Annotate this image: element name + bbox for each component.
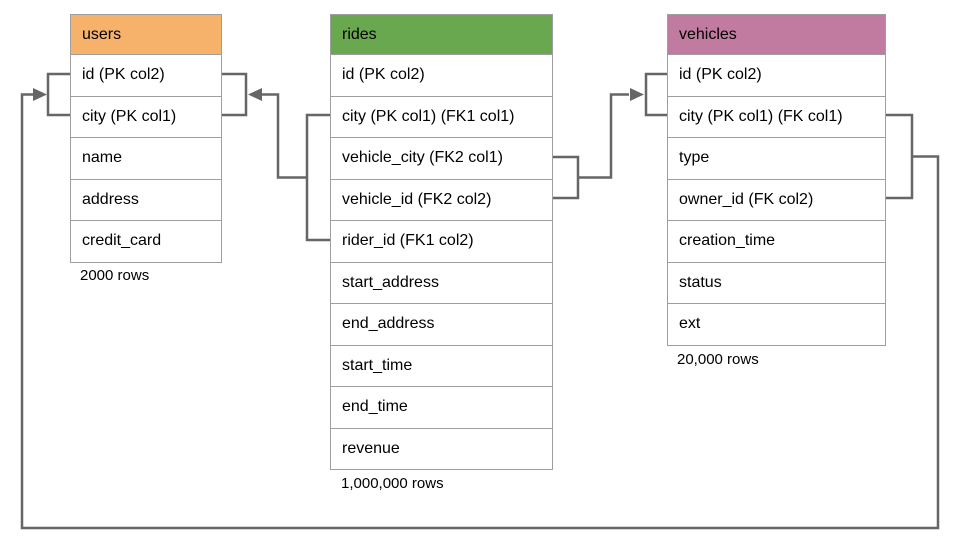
table-users-title: users bbox=[82, 25, 122, 43]
users-row-count: 2000 rows bbox=[80, 267, 150, 284]
table-row: city (PK col1) (FK col1) bbox=[668, 95, 885, 137]
table-row: owner_id (FK col2) bbox=[668, 178, 885, 220]
rides-right-bracket-line bbox=[553, 155, 580, 200]
fk-vehicles-users-arrowhead-icon bbox=[33, 88, 47, 101]
table-row: rider_id (FK1 col2) bbox=[331, 220, 552, 262]
table-row: city (PK col1) (FK1 col1) bbox=[331, 95, 552, 137]
table-row: start_time bbox=[331, 344, 552, 386]
table-users: users id (PK col2) city (PK col1) name a… bbox=[70, 14, 222, 263]
table-rides-title: rides bbox=[342, 25, 377, 43]
table-row: vehicle_city (FK2 col1) bbox=[331, 137, 552, 179]
fk2-connector-line bbox=[578, 93, 629, 179]
vehicles-left-bracket-line bbox=[644, 72, 667, 117]
table-row: creation_time bbox=[668, 220, 885, 262]
table-row: revenue bbox=[331, 427, 552, 469]
fk1-connector-line bbox=[260, 93, 307, 179]
fk2-arrowhead-icon bbox=[630, 88, 644, 101]
table-rides: rides id (PK col2) city (PK col1) (FK1 c… bbox=[330, 14, 553, 470]
table-row: type bbox=[668, 137, 885, 179]
fk1-arrowhead-icon bbox=[248, 88, 262, 101]
table-row: name bbox=[71, 137, 221, 179]
rides-left-bracket-line bbox=[305, 113, 330, 242]
table-row: credit_card bbox=[71, 220, 221, 262]
table-row: end_address bbox=[331, 303, 552, 345]
vehicles-right-bracket-line bbox=[886, 113, 914, 200]
table-row: city (PK col1) bbox=[71, 95, 221, 137]
table-rides-header: rides bbox=[331, 15, 552, 54]
table-vehicles: vehicles id (PK col2) city (PK col1) (FK… bbox=[667, 14, 886, 346]
table-row: ext bbox=[668, 303, 885, 345]
table-row: id (PK col2) bbox=[668, 54, 885, 96]
vehicles-row-count: 20,000 rows bbox=[677, 351, 759, 368]
table-row: id (PK col2) bbox=[71, 54, 221, 96]
table-vehicles-columns: id (PK col2) city (PK col1) (FK col1) ty… bbox=[668, 54, 885, 345]
table-row: status bbox=[668, 261, 885, 303]
table-rides-columns: id (PK col2) city (PK col1) (FK1 col1) v… bbox=[331, 54, 552, 469]
table-row: end_time bbox=[331, 386, 552, 428]
users-left-bracket-line bbox=[46, 72, 70, 117]
table-row: id (PK col2) bbox=[331, 54, 552, 96]
rides-row-count: 1,000,000 rows bbox=[341, 475, 444, 492]
table-row: start_address bbox=[331, 261, 552, 303]
table-users-header: users bbox=[71, 15, 221, 54]
table-row: address bbox=[71, 178, 221, 220]
users-right-bracket-line bbox=[222, 72, 248, 117]
table-row: vehicle_id (FK2 col2) bbox=[331, 178, 552, 220]
table-vehicles-header: vehicles bbox=[668, 15, 885, 54]
table-vehicles-title: vehicles bbox=[679, 25, 737, 43]
table-users-columns: id (PK col2) city (PK col1) name address… bbox=[71, 54, 221, 262]
